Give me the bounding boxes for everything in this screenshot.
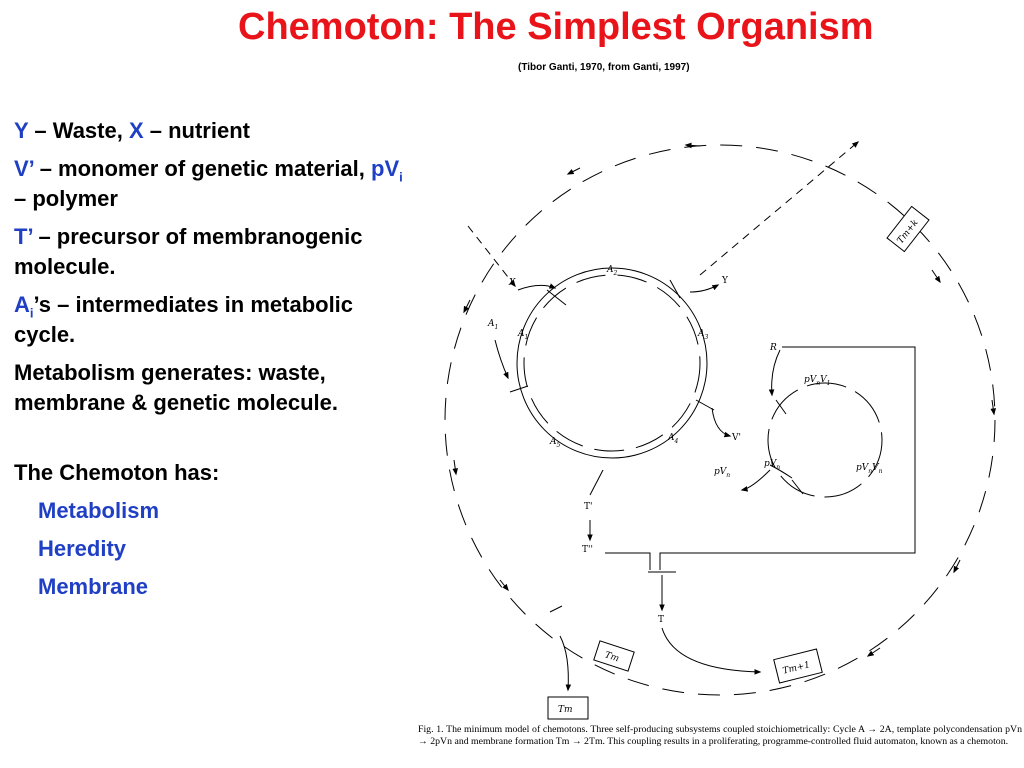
label-t-prime: T' [584,502,592,512]
label-a3: A3 [697,329,709,341]
label-tm-left: Tm [603,650,620,664]
tm-bottom-box [547,696,589,720]
definition-monomer: V’ – monomer of genetic material, pVi – … [14,156,403,211]
feedback-path [659,346,916,570]
label-y: Y [721,276,729,286]
label-tm-bottom: Tm [558,705,573,715]
t-symbol: T’ [14,224,33,249]
page-title: Chemoton: The Simplest Organism [238,6,874,48]
nutrient-inflow-line [467,225,516,288]
definitions-panel: Y – Waste, X – nutrient V’ – monomer of … [14,116,404,610]
metabolic-cycle-circle [516,267,708,459]
figure-caption: Fig. 1. The minimum model of chemotons. … [418,724,1022,747]
v-symbol: V’ [14,156,34,181]
label-t-double-prime: T'' [582,545,593,555]
waste-outflow-line [699,141,860,276]
label-r: R [769,343,777,353]
pv-symbol: pVi [371,156,403,185]
membrane-outer-circle [444,144,996,696]
tm1-box [773,648,823,684]
label-pvn-outer: pVn [714,467,730,479]
has-item-heredity: Heredity [38,536,127,561]
a-symbol: Ai [14,292,34,321]
tm-left-box [593,640,635,672]
label-a1-inner: A1 [517,329,528,341]
label-a1: A1 [487,319,498,331]
definition-intermediates: Ai’s – intermediates in metabolic cycle. [14,292,354,347]
label-a4: A4 [667,433,679,445]
label-pvnvn: pVnVn [856,463,883,475]
has-item-metabolism: Metabolism [38,498,160,523]
label-t: T [658,615,664,625]
y-symbol: Y [14,118,29,143]
definition-waste-nutrient: Y – Waste, X – nutrient [14,118,250,143]
template-cycle-circle [767,382,883,498]
definition-precursor: T’ – precursor of membranogenic molecule… [14,224,363,279]
x-symbol: X [128,118,144,143]
chemoton-has-heading: The Chemoton has: [14,460,220,485]
page-subtitle: (Tibor Ganti, 1970, from Ganti, 1997) [518,62,690,73]
label-a2: A2 [606,265,618,277]
label-pvnv1: pVnV1 [804,375,830,387]
label-a5: A5 [549,437,561,449]
definition-metabolism: Metabolism generates: waste, membrane & … [14,360,338,415]
label-x: X [508,278,516,288]
label-v-prime: V' [731,433,741,443]
tmk-box [886,205,930,253]
label-pvn-inner: pVn [764,459,780,471]
has-item-membrane: Membrane [38,574,149,599]
